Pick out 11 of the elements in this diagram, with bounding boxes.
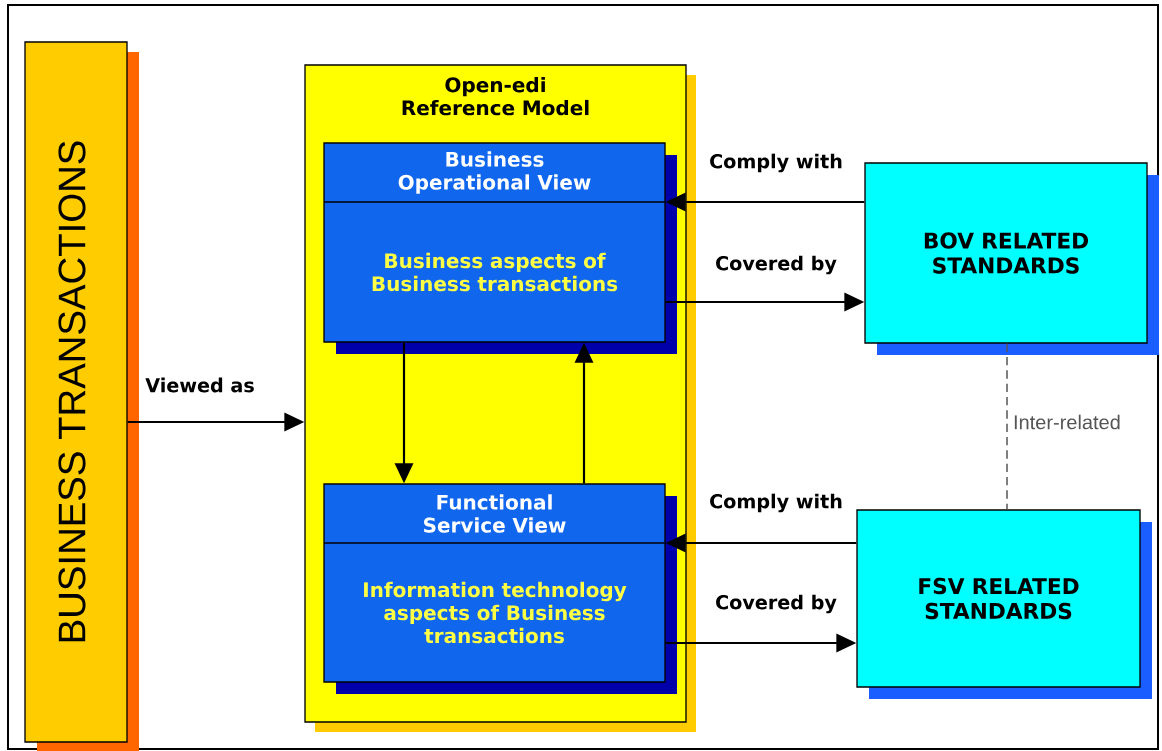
edge-label: Inter-related bbox=[1011, 413, 1123, 431]
edge-label: Covered by bbox=[713, 254, 839, 276]
view-box: Functional Service View Information technology aspects of Business transactions bbox=[323, 483, 677, 694]
edge-label: Covered by bbox=[713, 593, 839, 616]
standards-box: BOV RELATED STANDARDS bbox=[864, 162, 1159, 355]
edge-label: Comply with bbox=[707, 152, 845, 174]
standards-box: FSV RELATED STANDARDS bbox=[856, 509, 1152, 699]
vertical-banner: BUSINESS TRANSACTIONS bbox=[24, 41, 139, 751]
edge-label: Viewed as bbox=[143, 375, 257, 395]
edge-label: Comply with bbox=[707, 492, 845, 515]
view-box: Business Operational View Business aspects of Business transactions bbox=[323, 142, 677, 354]
